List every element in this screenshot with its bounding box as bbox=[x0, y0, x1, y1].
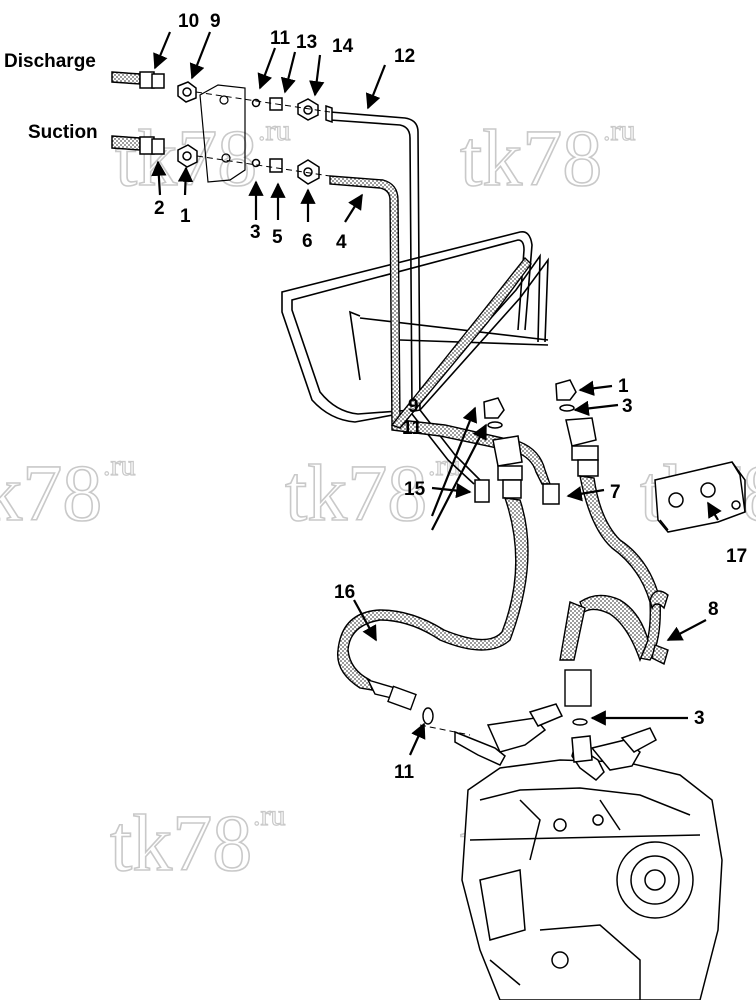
callout-6: 6 bbox=[302, 231, 313, 252]
callout-11c: 11 bbox=[394, 762, 415, 783]
svg-text:.ru: .ru bbox=[253, 799, 286, 832]
callout-14: 14 bbox=[332, 36, 354, 57]
compressor bbox=[461, 759, 723, 1000]
callout-9: 9 bbox=[210, 11, 221, 32]
callout-2: 2 bbox=[154, 198, 165, 219]
callout-10: 10 bbox=[178, 11, 199, 32]
compressor-tubes bbox=[571, 735, 593, 763]
suction-label: Suction bbox=[28, 122, 98, 143]
hose-8 bbox=[559, 475, 669, 726]
svg-text:.ru: .ru bbox=[603, 114, 636, 147]
callout-11: 11 bbox=[270, 28, 291, 49]
svg-text:.ru: .ru bbox=[258, 114, 291, 147]
suction-tube bbox=[329, 175, 551, 485]
callout-3b: 3 bbox=[622, 396, 633, 417]
callout-11b: 11 bbox=[402, 418, 423, 439]
compressor-fittings bbox=[454, 703, 657, 781]
mounting-bracket bbox=[654, 461, 746, 533]
alignment-lines bbox=[195, 91, 471, 736]
callout-4: 4 bbox=[336, 232, 347, 253]
callout-9b: 9 bbox=[408, 396, 419, 417]
svg-text:tk78: tk78 bbox=[285, 450, 427, 538]
callout-17: 17 bbox=[726, 546, 747, 567]
callout-5: 5 bbox=[272, 227, 283, 248]
svg-text:tk78: tk78 bbox=[460, 115, 602, 203]
callout-1: 1 bbox=[180, 206, 191, 227]
callout-16: 16 bbox=[334, 582, 355, 603]
hose-16 bbox=[336, 497, 529, 725]
svg-text:.ru: .ru bbox=[103, 449, 136, 482]
leader-arrows bbox=[151, 31, 722, 756]
callout-13: 13 bbox=[296, 32, 317, 53]
bracket-plate bbox=[199, 84, 246, 183]
svg-text:tk78: tk78 bbox=[110, 800, 252, 888]
callout-numbers: 10 9 11 13 14 12 2 1 3 5 6 4 15 9 11 7 1… bbox=[154, 11, 747, 783]
callout-12: 12 bbox=[394, 46, 415, 67]
right-hose-fittings bbox=[542, 379, 599, 505]
callout-7: 7 bbox=[610, 482, 621, 503]
callout-1b: 1 bbox=[618, 376, 629, 397]
callout-15: 15 bbox=[404, 479, 426, 500]
callout-3c: 3 bbox=[694, 708, 705, 729]
callout-8: 8 bbox=[708, 599, 719, 620]
discharge-label: Discharge bbox=[4, 51, 96, 72]
discharge-fittings bbox=[111, 71, 333, 124]
callout-3: 3 bbox=[250, 222, 261, 243]
svg-text:tk78: tk78 bbox=[0, 450, 102, 538]
left-hose-fittings bbox=[474, 397, 523, 503]
